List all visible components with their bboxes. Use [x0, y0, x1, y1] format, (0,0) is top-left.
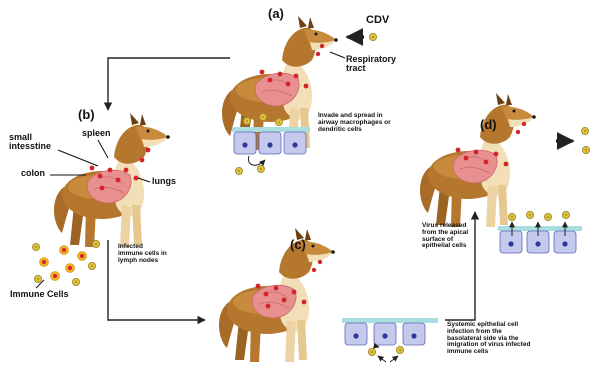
- dog-stage-d: [420, 93, 536, 227]
- immune-cells-group: [32, 240, 99, 288]
- stage-a-label: (a): [268, 7, 284, 21]
- arrow-a-to-b: [108, 58, 230, 110]
- immune-cells-label: Immune Cells: [10, 290, 69, 299]
- pointer-respiratory: [330, 52, 345, 58]
- colon-label: colon: [21, 169, 45, 178]
- spleen-label: spleen: [82, 129, 111, 138]
- stage-d-label: (d): [480, 118, 497, 132]
- lungs-label: lungs: [152, 177, 176, 186]
- dog-stage-c: [219, 228, 335, 362]
- cdv-label: CDV: [366, 15, 389, 27]
- released-virions-d: [556, 127, 590, 153]
- epithelium-stage-c: [342, 318, 438, 362]
- stage-c-label: (c): [290, 238, 306, 252]
- virus-particle-icon: [369, 33, 376, 40]
- stage-b-label: (b): [78, 108, 95, 122]
- epithelium-stage-d: [498, 211, 582, 253]
